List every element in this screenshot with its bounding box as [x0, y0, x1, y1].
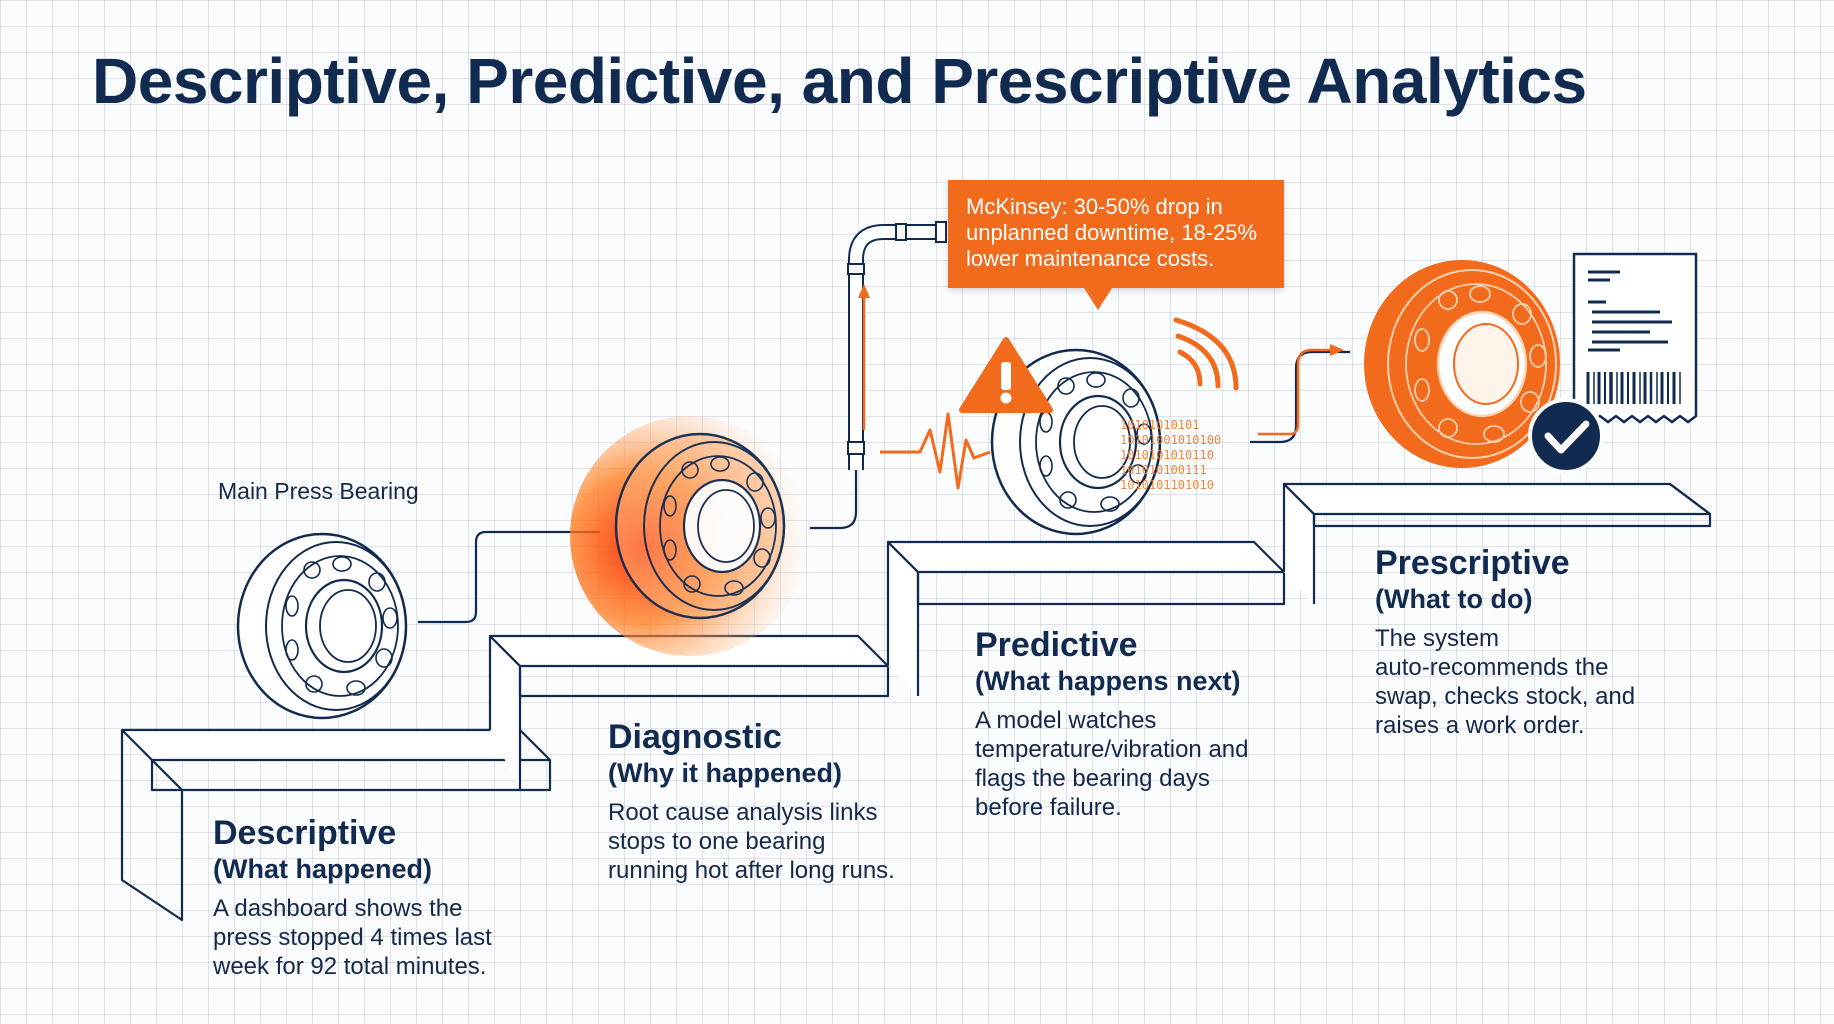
stage-name: Diagnostic [608, 718, 782, 756]
stage-name: Predictive [975, 626, 1138, 664]
bearing-label: Main Press Bearing [218, 478, 419, 504]
stage-diagnostic: Diagnostic (Why it happened) Root cause … [608, 718, 895, 885]
recommend-arrow [1258, 348, 1334, 436]
stage-name: Prescriptive [1375, 544, 1570, 582]
stage-subtitle: (What happened) [213, 854, 432, 884]
check-circle-icon [1528, 398, 1604, 474]
bearing-descriptive [236, 532, 408, 720]
connector-lines [418, 350, 1350, 624]
stage-description: A dashboard shows the press stopped 4 ti… [213, 895, 492, 980]
mckinsey-callout: McKinsey: 30-50% drop in unplanned downt… [948, 180, 1284, 310]
stage-subtitle: (What to do) [1375, 584, 1533, 614]
bearing-diagnostic [614, 432, 786, 620]
stage-description: A model watches temperature/vibration an… [975, 707, 1249, 821]
stage-subtitle: (What happens next) [975, 666, 1241, 696]
stage-descriptive: Descriptive (What happened) A dashboard … [213, 814, 492, 981]
warning-triangle-icon [959, 337, 1053, 413]
bearing-prescriptive [1364, 260, 1560, 468]
wireless-signal-icon [1173, 317, 1239, 391]
stage-description: Root cause analysis links stops to one b… [608, 799, 895, 884]
stage-prescriptive: Prescriptive (What to do) The system aut… [1375, 544, 1635, 740]
callout-text: McKinsey: 30-50% drop in unplanned downt… [966, 194, 1258, 271]
stage-predictive: Predictive (What happens next) A model w… [975, 626, 1249, 822]
page-title: Descriptive, Predictive, and Prescriptiv… [92, 45, 1587, 117]
binary-stream: 10101010101 10101001010100 1010101010110… [1120, 418, 1222, 492]
vibration-pulse-icon [880, 412, 991, 490]
stage-name: Descriptive [213, 814, 397, 852]
stage-subtitle: (Why it happened) [608, 758, 842, 788]
pipe [847, 221, 947, 470]
stage-description: The system auto-recommends the swap, che… [1375, 625, 1636, 739]
work-order-receipt-icon [1572, 252, 1698, 425]
